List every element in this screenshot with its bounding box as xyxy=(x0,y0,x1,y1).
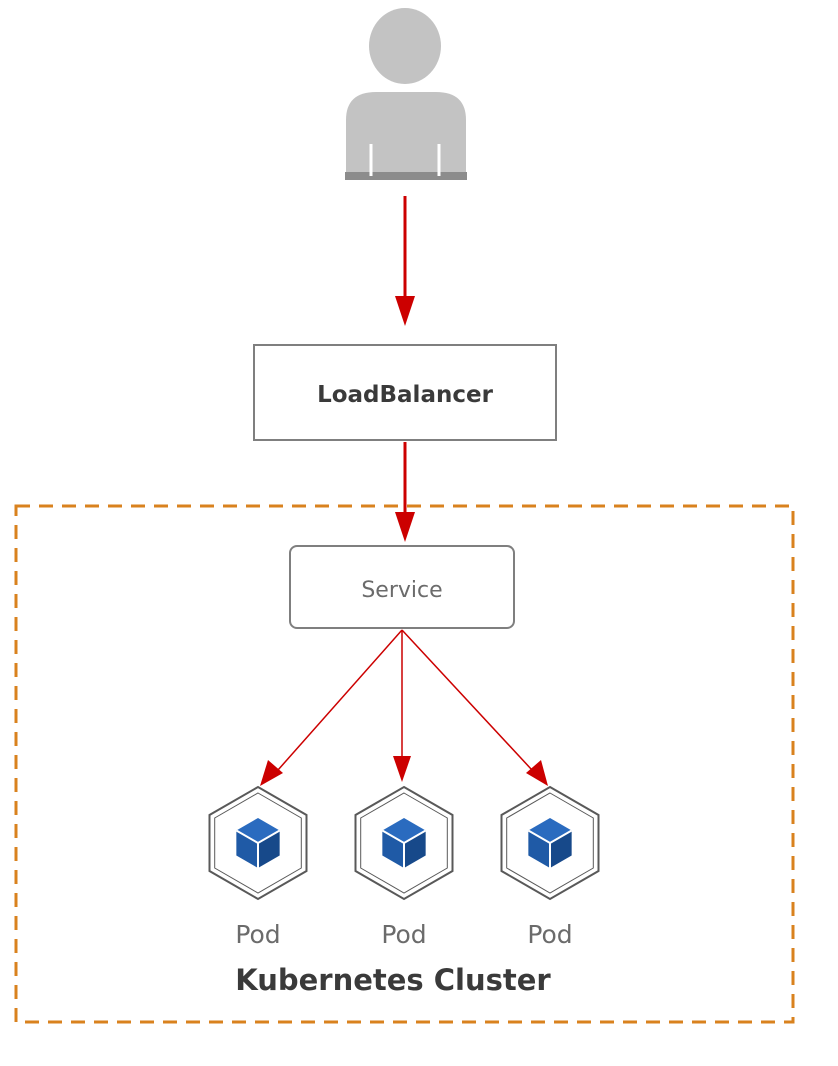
pod-cube-icon xyxy=(208,785,308,901)
pod-node: Pod xyxy=(500,785,600,949)
pod-node: Pod xyxy=(354,785,454,949)
pod-node: Pod xyxy=(208,785,308,949)
service-label: Service xyxy=(361,578,442,603)
pod-label: Pod xyxy=(527,920,572,949)
loadbalancer-label: LoadBalancer xyxy=(317,382,494,408)
edge-service-to-pod-2 xyxy=(393,630,411,782)
user-icon xyxy=(345,8,467,180)
pod-cube-icon xyxy=(500,785,600,901)
edge-loadbalancer-to-service xyxy=(395,442,415,542)
kubernetes-cluster-boundary xyxy=(14,504,795,1024)
pod-label: Pod xyxy=(381,920,426,949)
service-node: Service xyxy=(289,545,515,629)
pod-label: Pod xyxy=(235,920,280,949)
edge-service-to-pod-3 xyxy=(401,629,548,786)
loadbalancer-node: LoadBalancer xyxy=(253,344,557,441)
pod-cube-icon xyxy=(354,785,454,901)
edge-user-to-loadbalancer xyxy=(395,196,415,326)
pods-group: Pod Pod Pod xyxy=(208,785,600,949)
edge-service-to-pod-1 xyxy=(260,629,403,786)
cluster-label: Kubernetes Cluster xyxy=(235,963,551,997)
